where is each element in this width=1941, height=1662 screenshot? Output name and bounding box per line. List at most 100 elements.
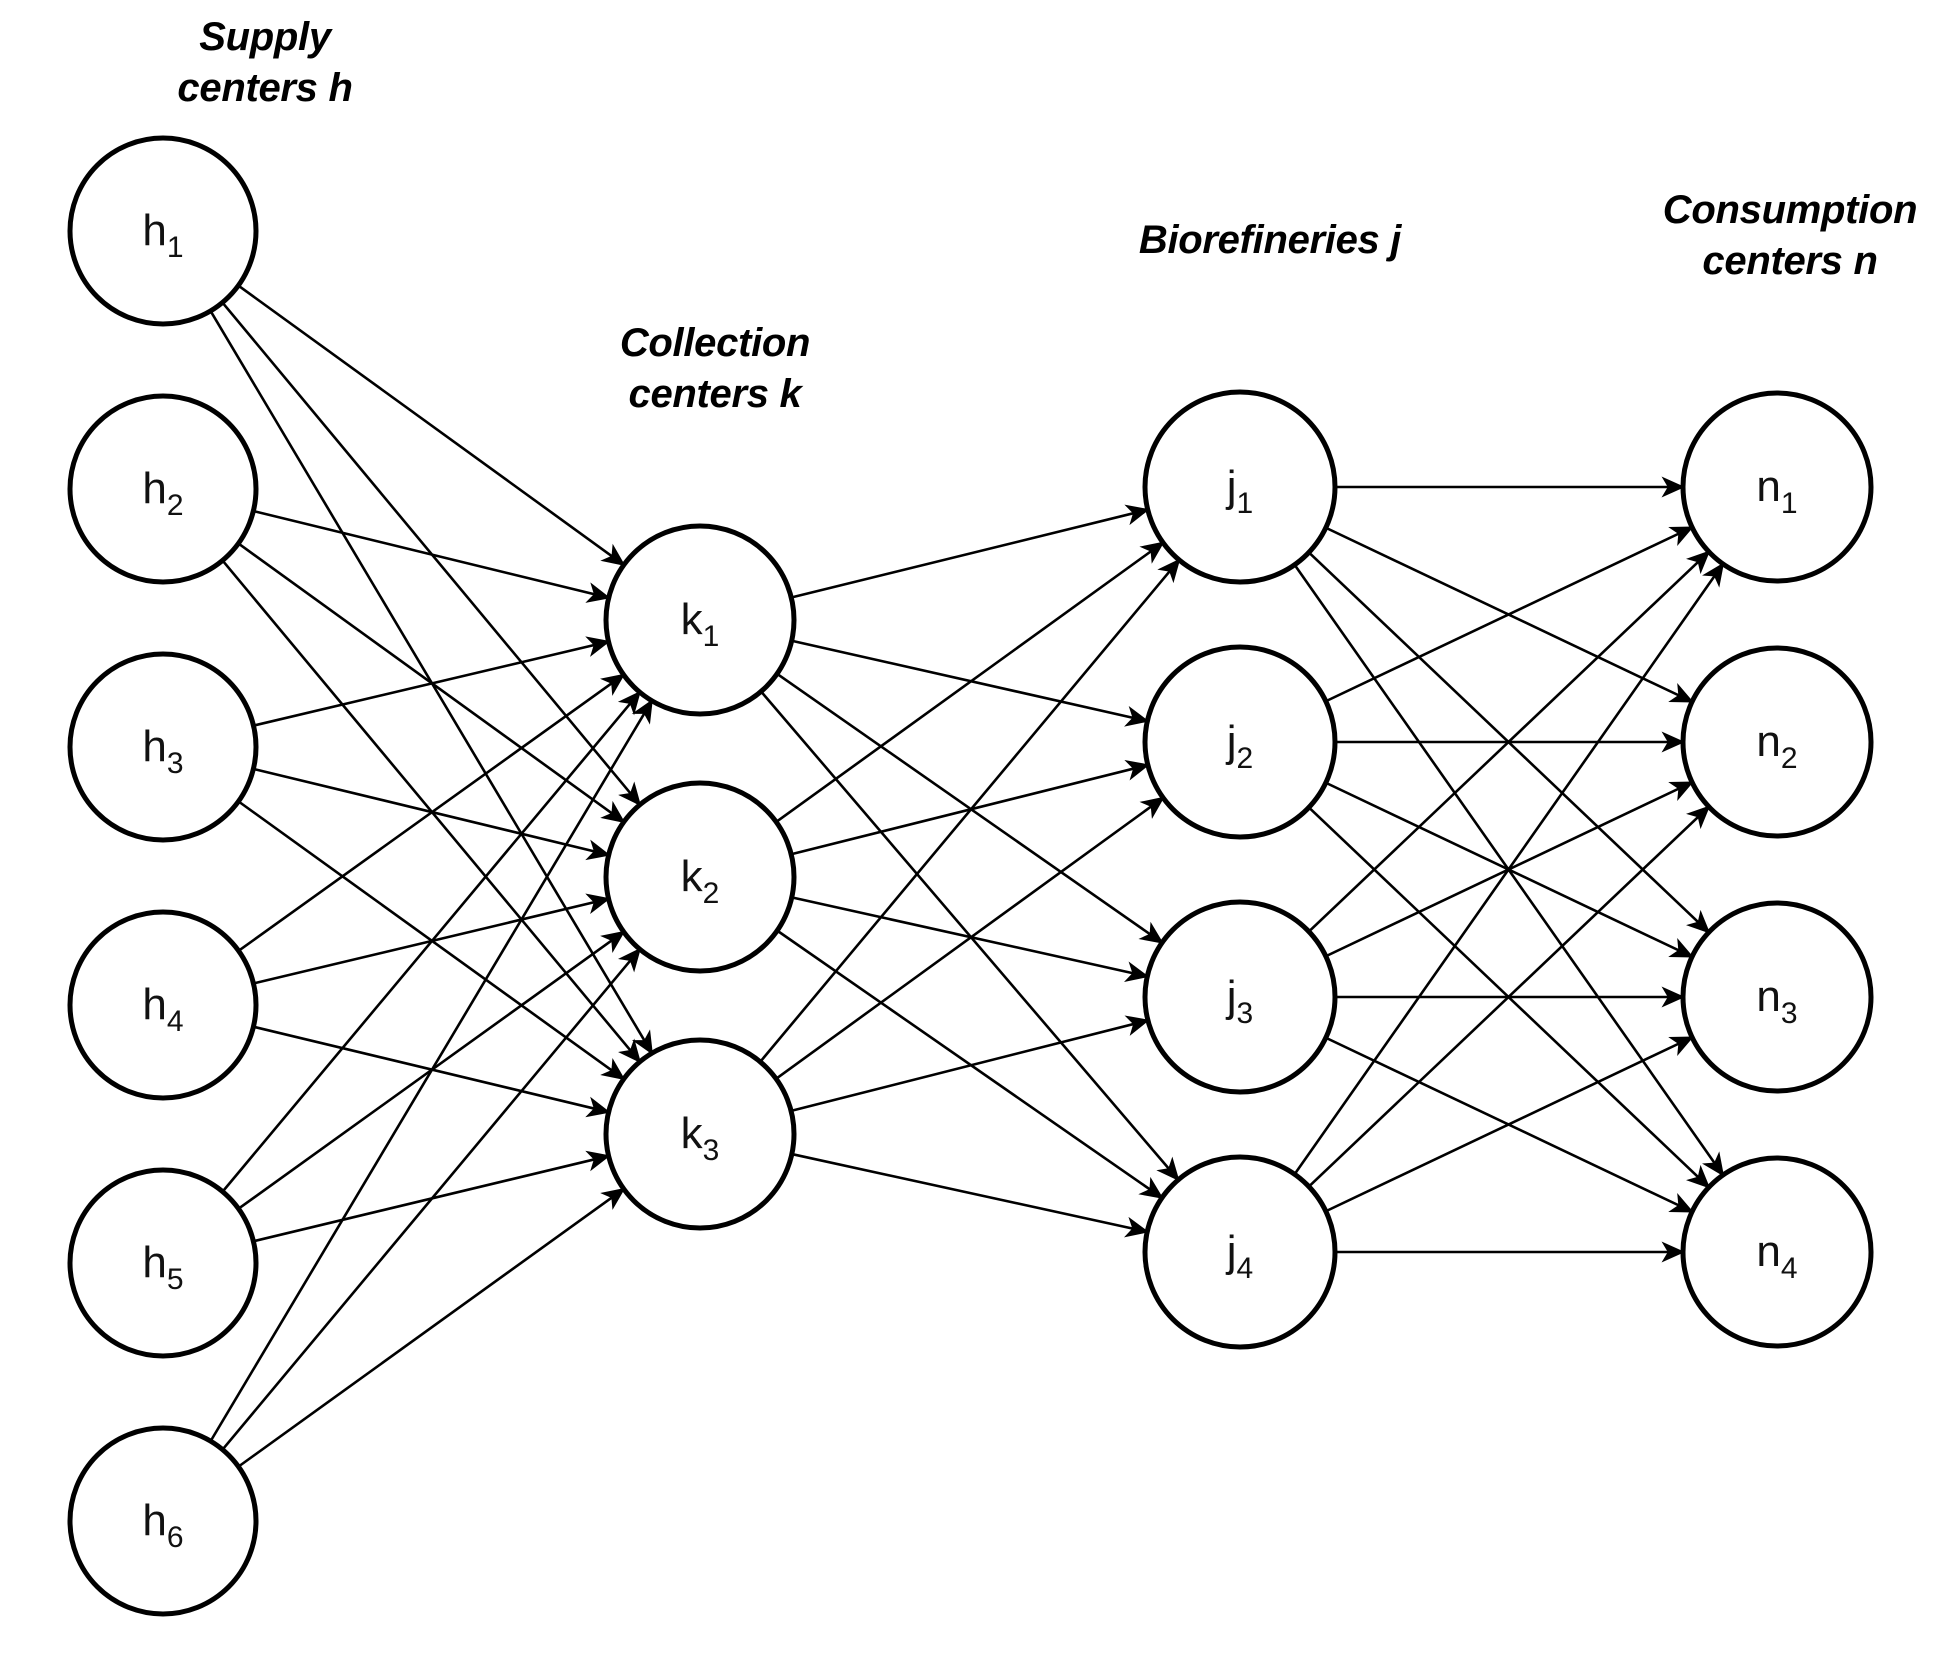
- node-label-base-k2: k: [681, 852, 704, 901]
- node-h3[interactable]: h3: [67, 651, 259, 843]
- node-circle-j1: [1142, 389, 1338, 585]
- node-label-h4: h4: [142, 980, 183, 1038]
- edge-k3-to-j1: [759, 558, 1181, 1063]
- node-label-base-j3: j: [1225, 972, 1237, 1021]
- edge-h1-to-k1: [237, 284, 626, 566]
- node-label-n1: n1: [1756, 462, 1797, 520]
- node-label-sub-n1: 1: [1781, 487, 1798, 520]
- edge-k1-to-j1: [790, 504, 1150, 599]
- edge-k1-to-j2: [791, 639, 1150, 727]
- node-n4[interactable]: n4: [1680, 1155, 1874, 1349]
- edge-h6-to-k3: [237, 1187, 626, 1468]
- node-j4[interactable]: j4: [1142, 1154, 1338, 1350]
- node-circle-k1: [603, 523, 797, 717]
- edge-k2-to-j3: [791, 896, 1150, 983]
- node-label-sub-k2: 2: [703, 877, 720, 910]
- node-h2[interactable]: h2: [67, 393, 259, 585]
- node-circle-h5: [67, 1167, 259, 1359]
- node-h5[interactable]: h5: [67, 1167, 259, 1359]
- edge-h2-to-k1: [253, 509, 611, 603]
- node-label-n2: n2: [1756, 717, 1797, 775]
- node-label-base-h4: h: [142, 980, 166, 1029]
- node-circle-j2: [1142, 644, 1338, 840]
- node-k2[interactable]: k2: [603, 780, 797, 974]
- node-j3[interactable]: j3: [1142, 899, 1338, 1095]
- node-label-base-j1: j: [1225, 462, 1237, 511]
- node-circle-h2: [67, 393, 259, 585]
- edge-j2-to-n1: [1325, 526, 1694, 703]
- title-supply: Supply centers h: [177, 15, 353, 111]
- node-label-sub-j1: 1: [1237, 487, 1254, 520]
- edge-k1-to-j3: [776, 672, 1164, 944]
- node-label-base-h2: h: [142, 464, 166, 513]
- edge-h6-to-k2: [221, 947, 642, 1451]
- title-biorefinery: Biorefineries j: [1138, 218, 1402, 262]
- node-circle-j3: [1142, 899, 1338, 1095]
- node-label-base-n3: n: [1756, 972, 1780, 1021]
- node-label-h3: h3: [142, 722, 183, 780]
- node-label-sub-k3: 3: [703, 1134, 720, 1167]
- node-n2[interactable]: n2: [1680, 645, 1874, 839]
- node-label-sub-h5: 5: [167, 1263, 184, 1296]
- edge-k3-to-j4: [791, 1152, 1150, 1238]
- node-label-h2: h2: [142, 464, 183, 522]
- node-label-sub-h1: 1: [167, 231, 184, 264]
- node-circle-h4: [67, 909, 259, 1101]
- node-label-base-n4: n: [1756, 1227, 1780, 1276]
- node-circle-k2: [603, 780, 797, 974]
- node-j2[interactable]: j2: [1142, 644, 1338, 840]
- node-label-h6: h6: [142, 1496, 183, 1554]
- node-circle-n3: [1680, 900, 1874, 1094]
- node-label-j1: j1: [1225, 462, 1253, 520]
- node-label-sub-j3: 3: [1237, 997, 1254, 1030]
- node-h1[interactable]: h1: [67, 135, 259, 327]
- node-n1[interactable]: n1: [1680, 390, 1874, 584]
- node-k3[interactable]: k3: [603, 1037, 797, 1231]
- edge-k2-to-j1: [775, 541, 1165, 824]
- edge-h3-to-k1: [253, 636, 611, 727]
- node-label-base-k3: k: [681, 1109, 704, 1158]
- node-n3[interactable]: n3: [1680, 900, 1874, 1094]
- node-h6[interactable]: h6: [67, 1425, 259, 1617]
- node-circle-j4: [1142, 1154, 1338, 1350]
- node-circle-n4: [1680, 1155, 1874, 1349]
- node-label-base-j4: j: [1225, 1227, 1237, 1276]
- node-label-j4: j4: [1225, 1227, 1253, 1285]
- node-label-base-k1: k: [681, 595, 704, 644]
- node-label-j2: j2: [1225, 717, 1253, 775]
- node-circle-n2: [1680, 645, 1874, 839]
- node-label-base-n1: n: [1756, 462, 1780, 511]
- title-collection: Collection centers k: [619, 321, 811, 417]
- node-label-k2: k2: [681, 852, 720, 910]
- node-label-base-h3: h: [142, 722, 166, 771]
- edge-k1-to-j4: [760, 690, 1180, 1182]
- node-label-h1: h1: [142, 206, 183, 264]
- edge-k2-to-j4: [776, 929, 1164, 1199]
- node-k1[interactable]: k1: [603, 523, 797, 717]
- edges-layer: [209, 284, 1725, 1468]
- edge-h5-to-k1: [221, 690, 641, 1193]
- edge-h4-to-k1: [237, 673, 626, 952]
- node-label-j3: j3: [1225, 972, 1253, 1030]
- node-h4[interactable]: h4: [67, 909, 259, 1101]
- edge-j4-to-n3: [1325, 1036, 1694, 1213]
- node-label-base-h5: h: [142, 1238, 166, 1287]
- node-label-k3: k3: [681, 1109, 720, 1167]
- node-j1[interactable]: j1: [1142, 389, 1338, 585]
- node-label-sub-n2: 2: [1781, 742, 1798, 775]
- node-label-h5: h5: [142, 1238, 183, 1296]
- node-label-n3: n3: [1756, 972, 1797, 1030]
- edge-h6-to-k1: [209, 699, 653, 1442]
- node-label-k1: k1: [681, 595, 720, 653]
- title-consumption: Consumption centers n: [1662, 188, 1918, 284]
- node-label-base-n2: n: [1756, 717, 1780, 766]
- edge-j4-to-n1: [1293, 562, 1725, 1175]
- node-label-base-j2: j: [1225, 717, 1237, 766]
- node-circle-h1: [67, 135, 259, 327]
- edge-j4-to-n2: [1307, 805, 1711, 1188]
- node-label-base-h6: h: [142, 1496, 166, 1545]
- node-label-n4: n4: [1756, 1227, 1797, 1285]
